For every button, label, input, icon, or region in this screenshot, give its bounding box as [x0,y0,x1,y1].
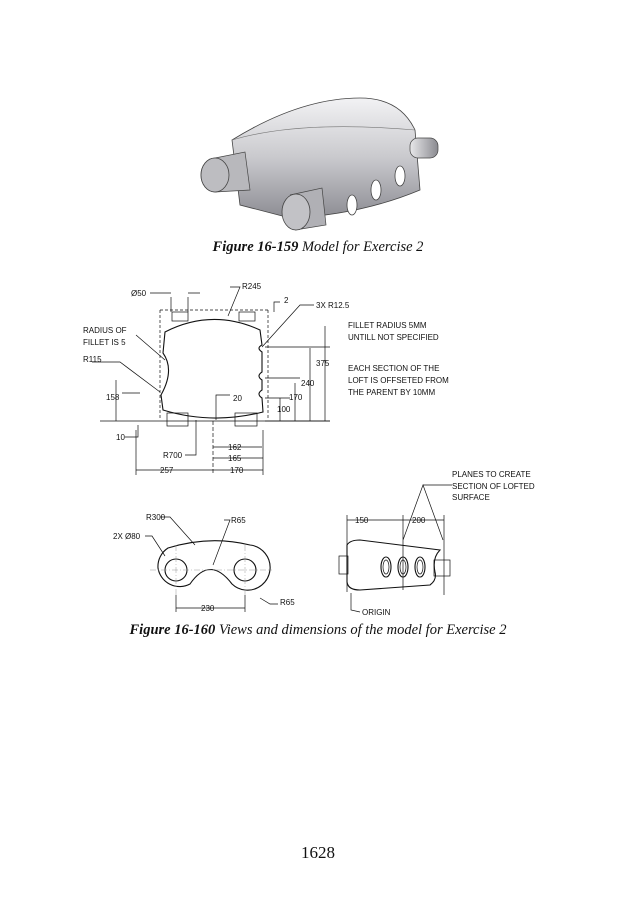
dim-label: 162 [228,443,242,452]
dim-label: 10 [116,433,125,442]
note-text: PLANES TO CREATE [452,470,531,479]
front-view-drawing [92,286,330,475]
dim-label: R300 [146,513,166,522]
drawing-notes: FILLET RADIUS 5MM UNTILL NOT SPECIFIED E… [348,321,535,502]
dim-label: R65 [280,598,295,607]
note-text: UNTILL NOT SPECIFIED [348,333,439,342]
dim-label: 240 [301,379,315,388]
figure-number: Figure 16-159 [212,239,299,255]
page-number: 1628 [301,843,335,862]
dim-label: 2X Ø80 [113,532,141,541]
dim-label: ORIGIN [362,608,391,617]
note-text: FILLET RADIUS 5MM [348,321,427,330]
note-text: SURFACE [452,493,490,502]
top-view-drawing: R300 R65 2X Ø80 R65 230 [113,513,295,613]
dim-label: 3X R12.5 [316,301,350,310]
dim-label: FILLET IS 5 [83,338,126,347]
dim-label: RADIUS OF [83,326,127,335]
dim-label: 257 [160,466,174,475]
dim-label: 2 [284,296,289,305]
dim-label: Ø50 [131,289,147,298]
dim-label: R245 [242,282,262,291]
dim-label: R65 [231,516,246,525]
model-3d-render [200,97,439,231]
front-view-labels: Ø50 R245 2 3X R12.5 RADIUS OF FILLET IS … [83,282,350,475]
note-text: THE PARENT BY 10MM [348,388,435,397]
dim-label: 375 [316,359,330,368]
dim-label: 170 [230,466,244,475]
figure-title: Model for Exercise 2 [301,239,424,255]
note-text: EACH SECTION OF THE [348,364,439,373]
figure-16-159-caption: Figure 16-159 Model for Exercise 2 [0,239,636,256]
dim-label: R700 [163,451,183,460]
dim-label: 170 [289,393,303,402]
dim-label: 165 [228,454,242,463]
note-text: LOFT IS OFFSETED FROM [348,376,449,385]
dim-label: 158 [106,393,120,402]
figure-title: Views and dimensions of the model for Ex… [218,622,507,638]
dim-label: 230 [201,604,215,613]
side-view-drawing: 150 200 ORIGIN [338,483,452,617]
dim-label: 100 [277,405,291,414]
dim-label: 20 [233,394,242,403]
dim-label: 200 [412,516,426,525]
dim-label: 150 [355,516,369,525]
dim-label: R115 [83,355,102,364]
figure-number: Figure 16-160 [129,622,216,638]
figure-16-160-caption: Figure 16-160 Views and dimensions of th… [0,622,636,639]
note-text: SECTION OF LOFTED [452,482,535,491]
